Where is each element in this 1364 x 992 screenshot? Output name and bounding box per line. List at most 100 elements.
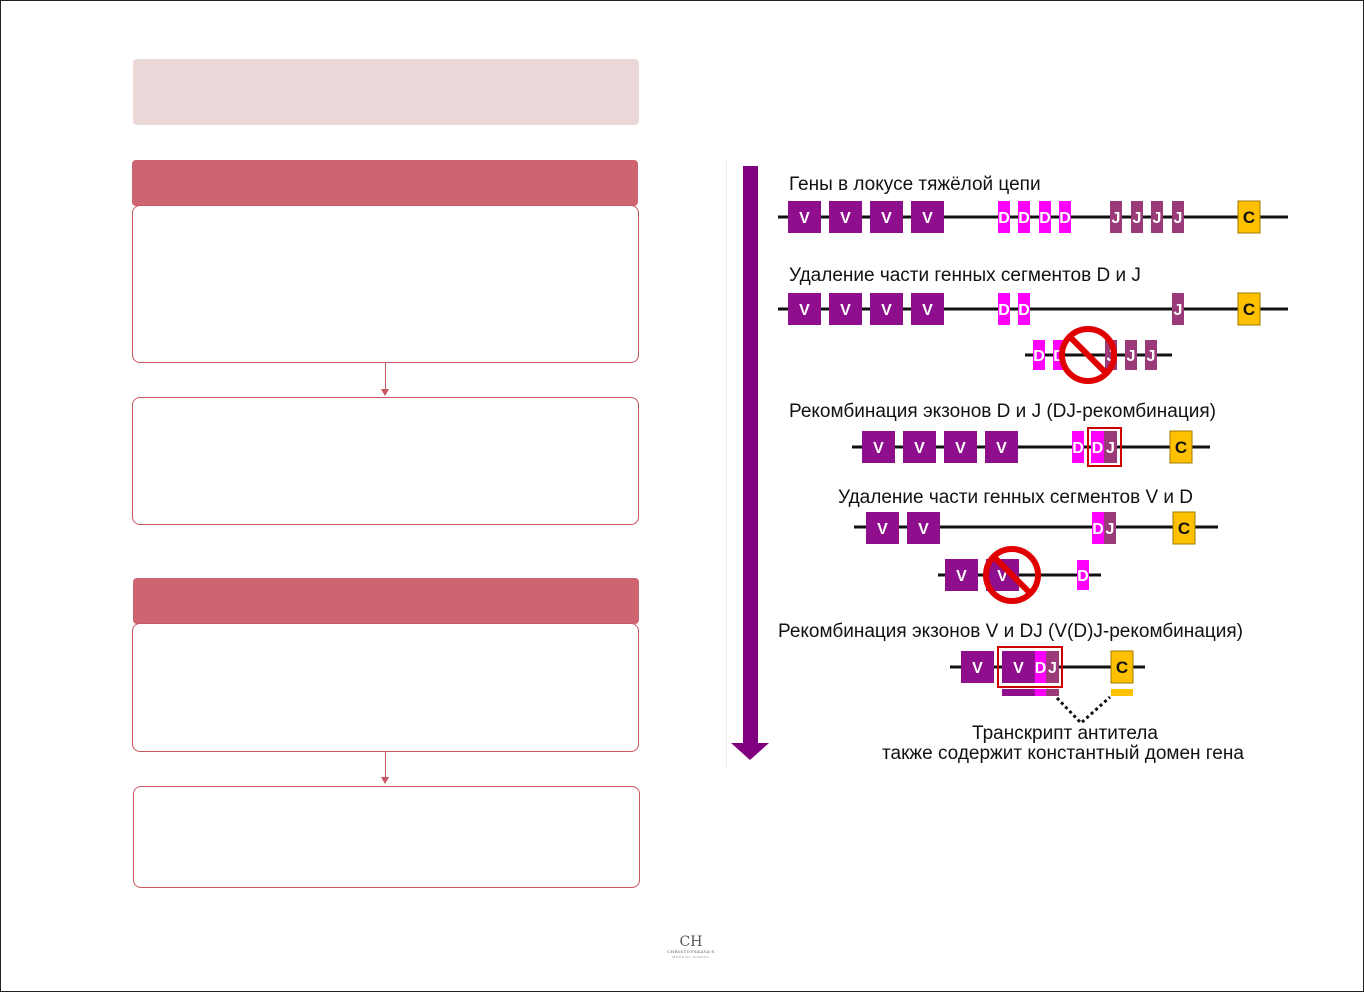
section-header-1: [132, 160, 638, 206]
section-header-2: [133, 578, 639, 624]
segment-d: D: [1039, 201, 1051, 233]
segment-label: J: [1106, 521, 1115, 538]
segment-d: D: [1018, 201, 1030, 233]
segment-label: J: [1048, 660, 1057, 677]
segment-c: C: [1172, 511, 1196, 545]
divider-line: [726, 160, 727, 768]
segment-c: C: [1237, 292, 1261, 326]
segment-label: D: [1018, 302, 1030, 319]
segment-label: J: [1174, 210, 1183, 227]
segment-v: V: [911, 201, 944, 233]
segment-label: V: [799, 210, 810, 227]
segment-d: D: [1072, 431, 1084, 463]
segment-v: V: [961, 651, 994, 683]
segment-label: C: [1116, 658, 1128, 677]
step-title-1: Гены в локусе тяжёлой цепи: [789, 174, 1041, 195]
segment-d: D: [1033, 340, 1045, 370]
content-panel-4: [133, 786, 640, 888]
transcript-d: [1035, 689, 1046, 696]
segment-label: V: [1013, 660, 1024, 677]
segment-label: J: [1153, 210, 1162, 227]
segment-d: D: [998, 201, 1010, 233]
splice-connector: [1055, 695, 1112, 726]
segment-label: C: [1175, 438, 1187, 457]
connector-line-1: [385, 363, 386, 390]
transcript-note-line-2: также содержит константный домен гена: [882, 743, 1244, 764]
segment-label: D: [1077, 568, 1089, 585]
segment-v: V: [870, 293, 903, 325]
segment-label: C: [1178, 519, 1190, 538]
segment-j: J: [1046, 651, 1059, 683]
segment-label: V: [840, 210, 851, 227]
segment-v: V: [945, 559, 978, 591]
logo-subtitle: MEDICAL SCHOOL: [672, 955, 710, 959]
no-sign-1: [1059, 326, 1117, 384]
transcript-c: [1111, 689, 1133, 696]
segment-c: C: [1110, 650, 1134, 684]
segment-label: J: [1133, 210, 1142, 227]
segment-label: V: [996, 440, 1007, 457]
segment-c: C: [1237, 200, 1261, 234]
segment-label: D: [1018, 210, 1030, 227]
content-panel-1: [132, 205, 639, 363]
segment-label: J: [1106, 440, 1115, 457]
segment-d: D: [1059, 201, 1071, 233]
transcript-v: [1002, 689, 1035, 696]
timeline-arrow-head: [731, 743, 769, 760]
segment-j: J: [1104, 431, 1117, 463]
segment-label: V: [799, 302, 810, 319]
segment-label: V: [972, 660, 983, 677]
segment-label: D: [1035, 660, 1047, 677]
segment-v: V: [1002, 651, 1035, 683]
segment-label: C: [1243, 300, 1255, 319]
segment-label: D: [1039, 210, 1051, 227]
segment-label: V: [873, 440, 884, 457]
segment-d: D: [1077, 560, 1089, 590]
segment-label: V: [914, 440, 925, 457]
segment-v: V: [985, 431, 1018, 463]
segment-label: D: [998, 302, 1010, 319]
segment-label: V: [922, 210, 933, 227]
segment-j: J: [1151, 201, 1163, 233]
segment-v: V: [907, 512, 940, 544]
school-logo: CH CHRISTOVSKAYA'S MEDICAL SCHOOL: [660, 935, 722, 959]
segment-label: D: [1033, 348, 1045, 365]
segment-v: V: [911, 293, 944, 325]
segment-j: J: [1110, 201, 1122, 233]
step-title-2: Удаление части генных сегментов D и J: [789, 265, 1141, 286]
segment-label: J: [1147, 348, 1156, 365]
segment-label: J: [1127, 348, 1136, 365]
segment-j: J: [1104, 512, 1116, 544]
segment-label: D: [1092, 440, 1104, 457]
segment-label: V: [877, 521, 888, 538]
segment-v: V: [944, 431, 977, 463]
segment-v: V: [866, 512, 899, 544]
title-box: [133, 59, 639, 125]
segment-v: V: [788, 201, 821, 233]
segment-label: V: [881, 302, 892, 319]
segment-j: J: [1131, 201, 1143, 233]
connector-line-2: [385, 752, 386, 778]
segment-j: J: [1145, 340, 1157, 370]
segment-d: D: [1092, 512, 1104, 544]
segment-j: J: [1125, 340, 1137, 370]
segment-label: V: [922, 302, 933, 319]
content-panel-3: [132, 623, 639, 752]
logo-name: CHRISTOVSKAYA'S: [667, 949, 715, 954]
segment-label: D: [1072, 440, 1084, 457]
timeline-arrow-shaft: [743, 166, 758, 744]
segment-label: D: [1053, 348, 1065, 365]
segment-label: V: [840, 302, 851, 319]
vdj-highlight-frame: [997, 646, 1063, 688]
segment-label: J: [1174, 302, 1183, 319]
segment-d: D: [1035, 651, 1047, 683]
content-panel-2: [132, 397, 639, 525]
segment-v: V: [788, 293, 821, 325]
segment-label: V: [918, 521, 929, 538]
segment-label: C: [1243, 208, 1255, 227]
step-title-5: Рекомбинация экзонов V и DJ (V(D)J-реком…: [778, 621, 1243, 642]
segment-v: V: [862, 431, 895, 463]
step-title-4: Удаление части генных сегментов V и D: [838, 487, 1193, 508]
logo-monogram: CH: [679, 934, 703, 950]
